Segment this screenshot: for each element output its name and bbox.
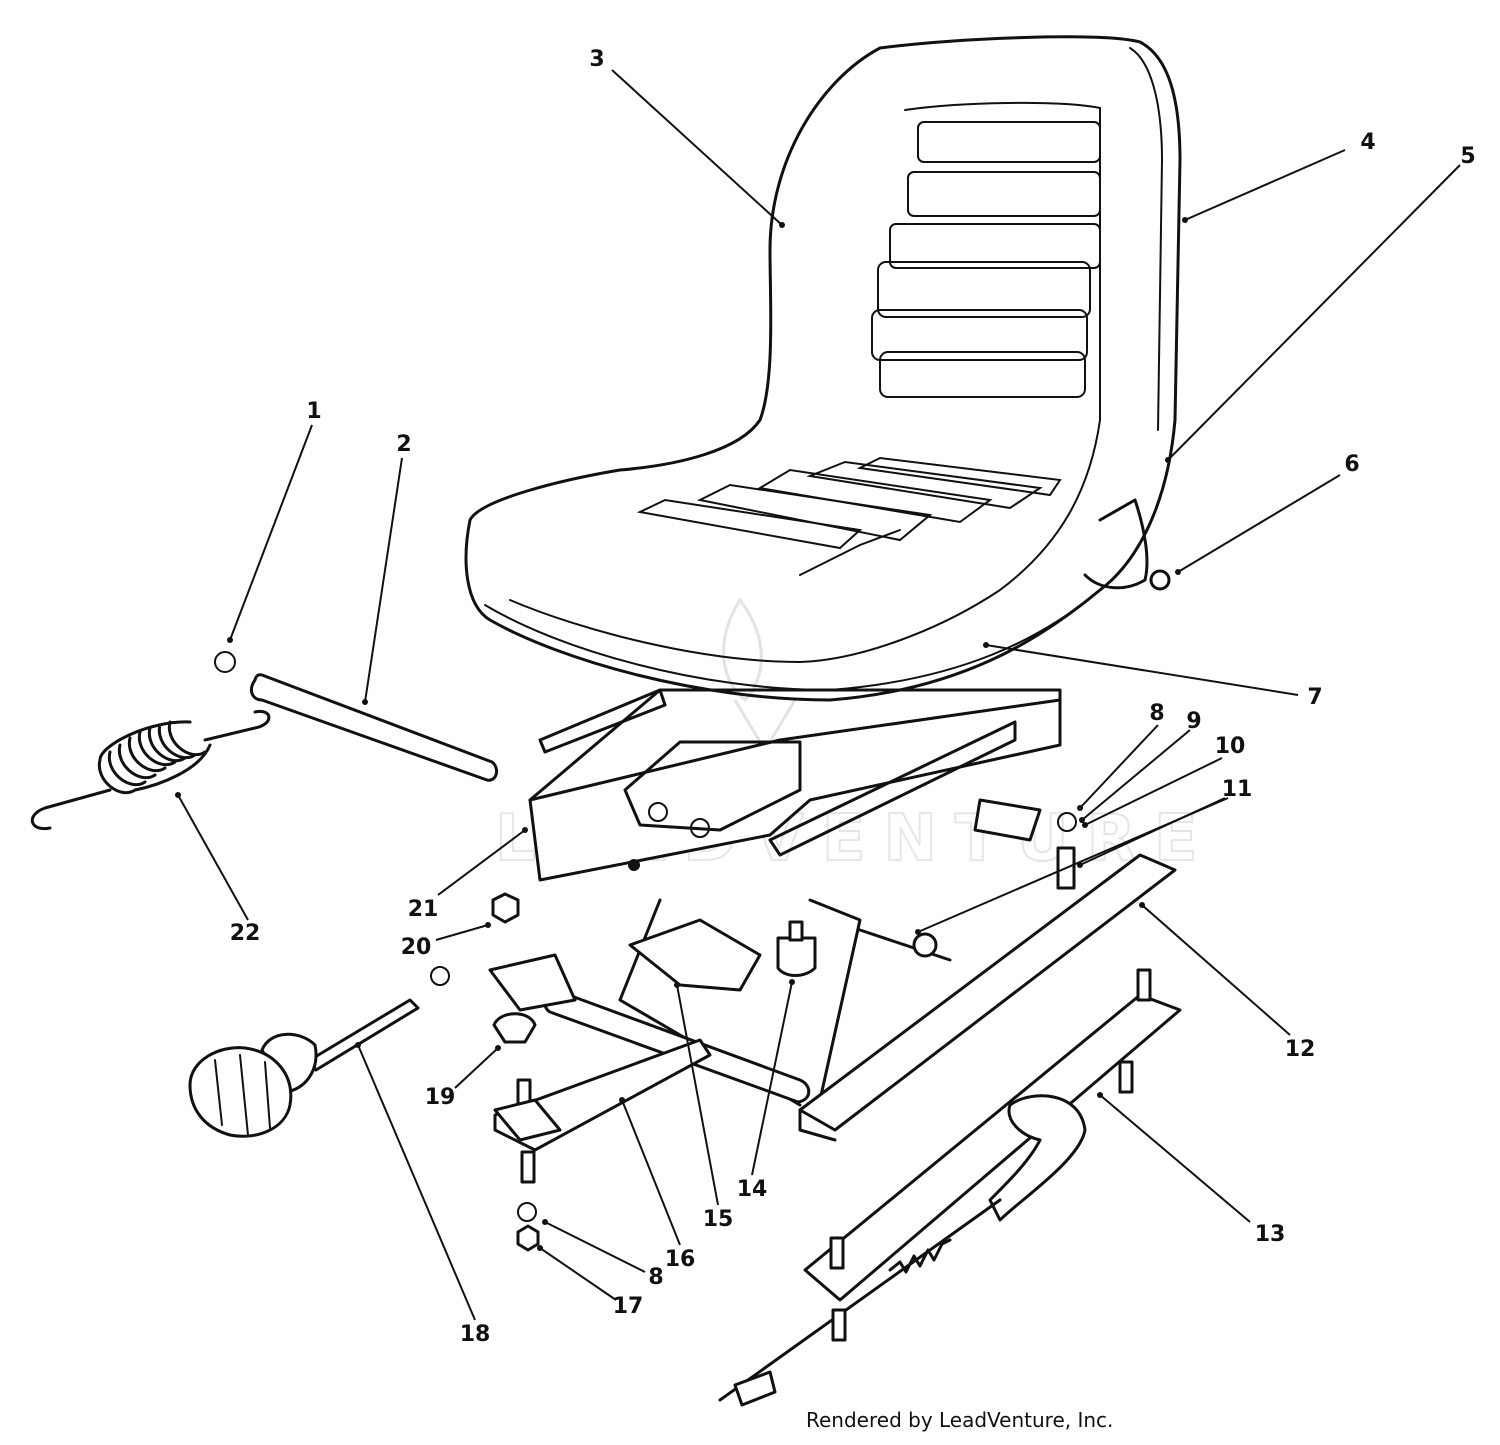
seat-pan bbox=[528, 698, 1062, 882]
spring-hook-left bbox=[31, 788, 112, 831]
seat-back-pleats bbox=[871, 121, 1101, 398]
stud-16 bbox=[520, 1150, 536, 1184]
seat-pan-side-rail bbox=[768, 720, 1017, 857]
callout-3: 3 bbox=[589, 47, 604, 72]
pan-hole-right bbox=[690, 818, 710, 838]
callout-7: 7 bbox=[1307, 685, 1322, 710]
lever-grip bbox=[733, 1370, 777, 1407]
callout-1: 1 bbox=[306, 399, 321, 424]
callout-2: 2 bbox=[396, 432, 411, 457]
callout-20: 20 bbox=[401, 935, 432, 960]
seat-bottom-rim bbox=[484, 589, 1101, 692]
washer-8 bbox=[1057, 812, 1077, 832]
lever-spring bbox=[888, 1238, 952, 1274]
callout-6: 6 bbox=[1344, 452, 1359, 477]
callout-9: 9 bbox=[1186, 709, 1201, 734]
rubber-bumper bbox=[776, 920, 817, 977]
callout-22: 22 bbox=[230, 921, 261, 946]
seat-pan-rail-top bbox=[538, 688, 667, 754]
pan-hole-left bbox=[648, 802, 668, 822]
seat-pan-top bbox=[528, 688, 1062, 802]
spacer-10 bbox=[912, 932, 938, 958]
adjustment-knob-assembly bbox=[188, 998, 420, 1138]
callout-5: 5 bbox=[1460, 144, 1475, 169]
callout-21: 21 bbox=[408, 897, 439, 922]
front-plate bbox=[488, 953, 577, 1012]
lever-rod bbox=[718, 1198, 1002, 1402]
seat-rear-bracket bbox=[1083, 498, 1149, 590]
plug-19 bbox=[492, 1012, 537, 1044]
callout-14: 14 bbox=[737, 1177, 768, 1202]
credit-text: Rendered by LeadVenture, Inc. bbox=[806, 1408, 1114, 1432]
callout-19: 19 bbox=[425, 1085, 456, 1110]
hardware bbox=[430, 569, 1171, 1342]
callout-8-lower: 8 bbox=[648, 1265, 663, 1290]
seat-assembly bbox=[464, 35, 1182, 702]
callout-10: 10 bbox=[1215, 734, 1246, 759]
callout-11: 11 bbox=[1222, 777, 1253, 802]
seat-shell bbox=[464, 35, 1182, 702]
callouts: 1 2 3 4 5 6 7 8 9 10 11 12 13 14 15 16 1… bbox=[230, 47, 1476, 1347]
seat-back-edge bbox=[1129, 47, 1164, 431]
seat-pan-slot-plate bbox=[623, 740, 802, 832]
mount-block-16 bbox=[493, 1098, 562, 1142]
adjust-lever bbox=[988, 1094, 1087, 1222]
washer-6 bbox=[1149, 569, 1171, 591]
extension-spring bbox=[31, 709, 271, 831]
suspension-frame bbox=[488, 798, 1177, 1152]
seat-cushion-pleats bbox=[636, 456, 1062, 576]
callout-8: 8 bbox=[1149, 701, 1164, 726]
slide-rail bbox=[803, 993, 1182, 1302]
callout-18: 18 bbox=[460, 1322, 491, 1347]
stud-13-left-bottom bbox=[831, 1308, 847, 1342]
seat-pan-assembly bbox=[528, 688, 1062, 882]
cross-bar-mid bbox=[858, 928, 952, 962]
right-base-rail-edge bbox=[798, 1108, 837, 1142]
callout-15: 15 bbox=[703, 1207, 734, 1232]
callout-13: 13 bbox=[1255, 1222, 1286, 1247]
hex-nut-20 bbox=[491, 892, 520, 924]
spring-coil bbox=[97, 720, 212, 795]
slide-rail-assembly bbox=[718, 993, 1182, 1407]
callout-4: 4 bbox=[1360, 130, 1375, 155]
nut-17 bbox=[516, 1224, 540, 1252]
cross-tube-rear bbox=[973, 798, 1042, 842]
callout-12: 12 bbox=[1285, 1037, 1316, 1062]
stud-13-bottom bbox=[1118, 1060, 1134, 1094]
retaining-clip bbox=[214, 651, 236, 673]
seat-inner-edge bbox=[509, 101, 1101, 664]
stud-13-left-top bbox=[829, 1236, 845, 1270]
washer-8-lower bbox=[517, 1202, 537, 1222]
leader-dots bbox=[175, 217, 1188, 1251]
scissor-arm-right bbox=[808, 898, 862, 1102]
leader-lines bbox=[177, 69, 1461, 1321]
hinge-pin bbox=[250, 673, 499, 782]
washer-20 bbox=[430, 966, 450, 986]
knob-hub bbox=[260, 1032, 318, 1094]
stud-13-top bbox=[1136, 968, 1152, 1002]
right-base-rail bbox=[798, 853, 1177, 1132]
spring-hook-right bbox=[203, 709, 271, 742]
watermark-flame-icon bbox=[722, 597, 797, 753]
callout-17: 17 bbox=[613, 1294, 644, 1319]
callout-16: 16 bbox=[665, 1247, 696, 1272]
mounting-bracket bbox=[628, 918, 762, 992]
